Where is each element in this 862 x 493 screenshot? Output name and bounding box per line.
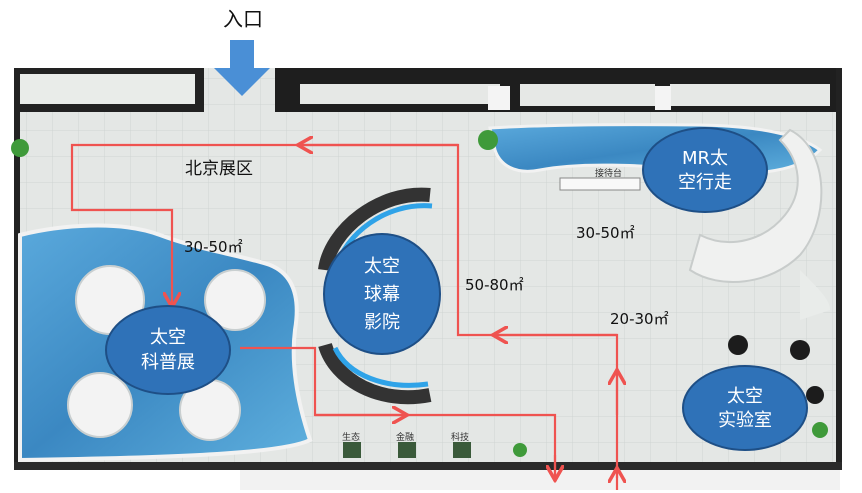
lab-area-label: 20-30㎡ — [610, 310, 669, 328]
entrance-arrow-icon — [214, 40, 270, 96]
reception-desk — [559, 177, 641, 191]
reception-label: 接待台 — [595, 167, 622, 179]
bubble-mr-walk-line2: 空行走 — [678, 172, 732, 193]
bubble-science-exhibit: 太空 科普展 — [105, 305, 231, 395]
mr-area-label: 30-50㎡ — [576, 224, 635, 242]
entrance-label: 入口 — [223, 7, 263, 31]
top-wall — [14, 68, 842, 112]
bubble-mr-walk-line1: MR太 — [682, 148, 728, 169]
science-area-label: 30-50㎡ — [184, 238, 243, 256]
bottom-kiosks — [343, 442, 471, 458]
left-wall — [14, 68, 20, 468]
bubble-mr-walk: MR太 空行走 — [642, 127, 768, 213]
cinema-area-label: 50-80㎡ — [465, 276, 524, 294]
bubble-space-lab: 太空 实验室 — [682, 365, 808, 451]
tech-sign: 科技 — [451, 431, 469, 443]
visitor-route — [70, 145, 617, 490]
finance-sign: 金融 — [396, 431, 414, 443]
bubble-dome-cinema-line2: 球幕 — [364, 284, 400, 305]
bottom-wall — [14, 462, 842, 470]
plants — [11, 130, 828, 457]
bubble-dome-cinema-line3: 影院 — [364, 312, 400, 333]
bubble-space-lab-line1: 太空 — [727, 386, 763, 407]
bubble-space-lab-line2: 实验室 — [718, 410, 772, 431]
bubble-dome-cinema: 太空 球幕 影院 — [323, 233, 441, 355]
bubble-science-exhibit-line2: 科普展 — [141, 352, 195, 373]
bubble-science-exhibit-line1: 太空 — [150, 327, 186, 348]
bubble-dome-cinema-line1: 太空 — [364, 256, 400, 277]
eco-sign: 生态 — [342, 431, 360, 443]
right-wall — [836, 68, 842, 468]
science-platforms — [67, 265, 266, 441]
beijing-zone-label: 北京展区 — [185, 159, 253, 179]
mr-runway — [688, 128, 823, 283]
